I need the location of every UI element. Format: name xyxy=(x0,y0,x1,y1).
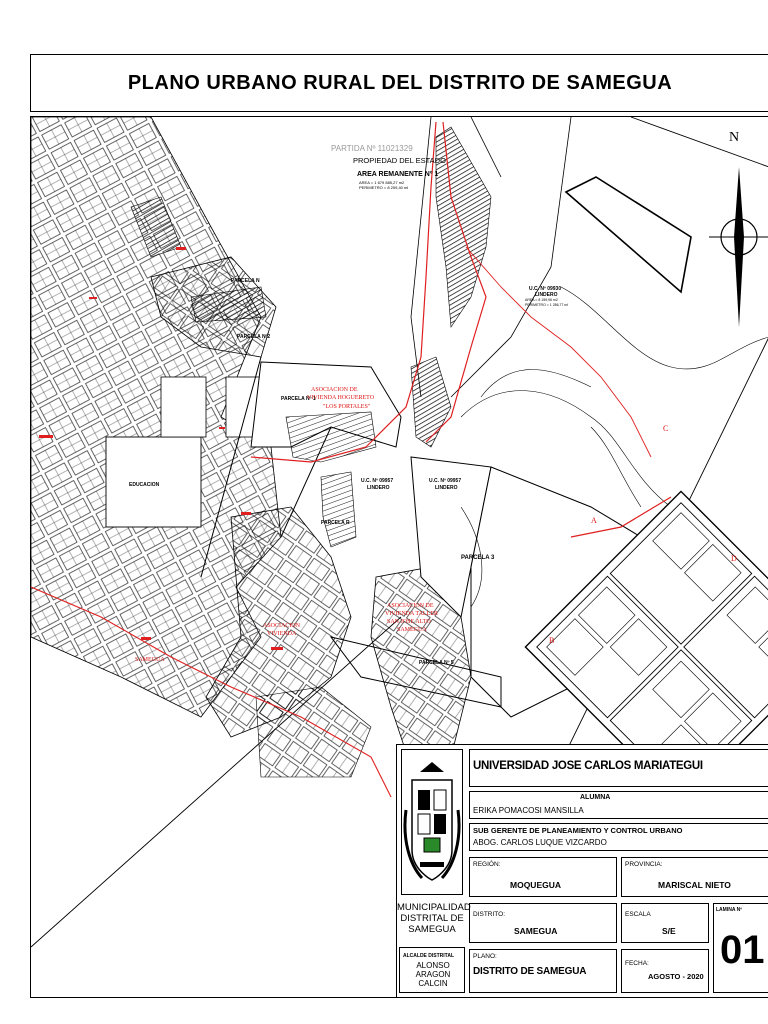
municipalidad: MUNICIPALIDAD DISTRITAL DE SAMEGUA xyxy=(397,902,471,935)
lamina-cell: LAMINA Nº 01 xyxy=(713,903,768,993)
contour-lines xyxy=(460,369,672,608)
parcel-boundary-3 xyxy=(410,456,492,619)
label-san-jose-3: SAN JOSE ALTO xyxy=(387,619,431,625)
alumna-name: ERIKA POMACOSI MANSILLA xyxy=(473,806,584,815)
contour-lines-2 xyxy=(560,286,768,370)
label-propiedad: PROPIEDAD DEL ESTADO xyxy=(353,156,446,165)
road-diagonal xyxy=(450,117,572,398)
university-cell: UNIVERSIDAD JOSE CARLOS MARIATEGUI xyxy=(469,749,768,787)
label-san-jose-4: SAMEGUA xyxy=(397,627,427,633)
label-parcela-5: PARCELA Nº 5 xyxy=(419,660,454,666)
point-a: A xyxy=(591,516,597,525)
distrito-cell: DISTRITO: SAMEGUA xyxy=(469,903,617,943)
alumna-header: ALUMNA xyxy=(580,794,611,801)
escala-cell: ESCALA S/E xyxy=(621,903,709,943)
hatch-zone-uc xyxy=(320,471,357,548)
diamond-plot xyxy=(524,490,768,804)
label-asoc-viv-2: VIVIENDA xyxy=(267,631,297,637)
provincia-label: PROVINCIA: xyxy=(625,861,663,868)
region-value: MOQUEGUA xyxy=(510,880,561,890)
sub-gerente-header: SUB GERENTE DE PLANEAMIENTO Y CONTROL UR… xyxy=(473,826,683,835)
crest-frame xyxy=(401,749,463,895)
red-markers xyxy=(39,247,283,650)
region-cell: REGIÓN: MOQUEGUA xyxy=(469,857,617,897)
hatch-zone-north xyxy=(435,126,492,328)
title-block: MUNICIPALIDAD DISTRITAL DE SAMEGUA UNIVE… xyxy=(396,744,768,998)
parcel-polygon-ne xyxy=(564,176,692,294)
red-boundary-west xyxy=(31,586,392,798)
label-asoc-viv-1: ASOCIACION xyxy=(263,623,301,629)
red-boundary-main xyxy=(250,121,487,463)
label-san-jose-2: VIVIENDA TALLER xyxy=(385,611,438,617)
label-uc-9930: U.C. Nº 09930 xyxy=(529,286,562,292)
alumna-cell: ALUMNA ERIKA POMACOSI MANSILLA xyxy=(469,791,768,819)
plano-value: DISTRITO DE SAMEGUA xyxy=(473,966,587,977)
north-arrow xyxy=(709,167,768,327)
label-asoc-2: VIVIENDA HOGUERETO xyxy=(307,395,375,401)
plano-cell: PLANO: DISTRITO DE SAMEGUA xyxy=(469,949,617,993)
label-area-rem-sub1: AREA = 1 679 885,27 m2 xyxy=(359,180,405,185)
fecha-value: AGOSTO - 2020 xyxy=(648,972,704,981)
region-label: REGIÓN: xyxy=(473,861,501,868)
label-lindero-1: LINDERO xyxy=(535,292,558,298)
label-uc-9957a: U.C. Nº 09957 xyxy=(361,478,394,484)
label-parcela-1: PARCELA Nº 1 xyxy=(281,396,316,402)
map-drawing xyxy=(31,117,768,988)
escala-value: S/E xyxy=(662,926,676,936)
label-san-jose-1: ASOCIACION DE xyxy=(387,603,434,609)
alcalde-label: ALCALDE DISTRITAL xyxy=(403,953,455,959)
red-boundary-east xyxy=(570,496,672,538)
sub-gerente-cell: SUB GERENTE DE PLANEAMIENTO Y CONTROL UR… xyxy=(469,823,768,851)
distrito-value: SAMEGUA xyxy=(514,926,558,936)
university-name: UNIVERSIDAD JOSE CARLOS MARIATEGUI xyxy=(473,760,703,772)
parcel-block-a xyxy=(160,376,207,438)
crest-emblem xyxy=(403,762,461,881)
label-educacion: EDUCACION xyxy=(129,482,160,488)
page-title-bar: PLANO URBANO RURAL DEL DISTRITO DE SAMEG… xyxy=(30,54,768,112)
plano-label: PLANO: xyxy=(473,953,497,960)
red-boundary-river xyxy=(465,246,652,458)
label-area-rem-sub2: PERIMETRO = 8 259,40 ml xyxy=(359,185,409,190)
point-d: D xyxy=(731,554,737,563)
map-frame: PARTIDA Nº 11021329 PROPIEDAD DEL ESTADO… xyxy=(30,116,768,998)
label-uc-9957b: U.C. Nº 09957 xyxy=(429,478,462,484)
lamina-label: LAMINA Nº xyxy=(716,907,743,913)
distrito-label: DISTRITO: xyxy=(473,911,506,918)
label-asoc-3: "LOS PORTALES" xyxy=(323,404,371,410)
fecha-label: FECHA: xyxy=(625,960,649,967)
label-uc-9930-sub1: AREA = 8 159,96 m2 xyxy=(525,298,558,302)
point-b: B xyxy=(549,636,555,645)
provincia-value: MARISCAL NIETO xyxy=(658,880,731,890)
label-uc-9930-sub2: PERIMETRO = 1 286,77 ml xyxy=(525,303,569,307)
point-c: C xyxy=(663,424,669,433)
label-samegua-red: SAMEGUA xyxy=(135,657,165,663)
parcel-educacion xyxy=(105,436,202,528)
hatch-zone-los-portales xyxy=(285,411,377,463)
label-partida: PARTIDA Nº 11021329 xyxy=(331,144,413,153)
label-lindero-3: LINDERO xyxy=(435,485,458,491)
page-title: PLANO URBANO RURAL DEL DISTRITO DE SAMEG… xyxy=(127,71,673,94)
label-lindero-2: LINDERO xyxy=(367,485,390,491)
alcalde-name: ALONSO ARAGON CALCIN xyxy=(415,961,451,988)
label-asoc-1: ASOCIACION DE xyxy=(311,387,358,393)
provincia-cell: PROVINCIA: MARISCAL NIETO xyxy=(621,857,768,897)
escala-label: ESCALA xyxy=(625,911,651,918)
label-parcela-2: PARCELA Nº2 xyxy=(237,334,271,340)
fecha-cell: FECHA: AGOSTO - 2020 xyxy=(621,949,709,993)
alcalde-cell: ALCALDE DISTRITAL ALONSO ARAGON CALCIN xyxy=(399,947,465,993)
label-parcela-3: PARCELA 3 xyxy=(461,555,495,561)
north-label: N xyxy=(729,130,740,145)
parcel-5-line xyxy=(329,636,502,708)
lamina-value: 01 xyxy=(720,928,765,972)
label-parcela-n: PARCELA N xyxy=(231,278,260,284)
hatch-zone-south xyxy=(255,686,372,778)
label-area-remanente: AREA REMANENTE Nº 1 xyxy=(357,171,439,178)
label-parcela-r: PARCELA R xyxy=(321,520,350,526)
sub-gerente-name: ABOG. CARLOS LUQUE VIZCARDO xyxy=(473,838,607,847)
